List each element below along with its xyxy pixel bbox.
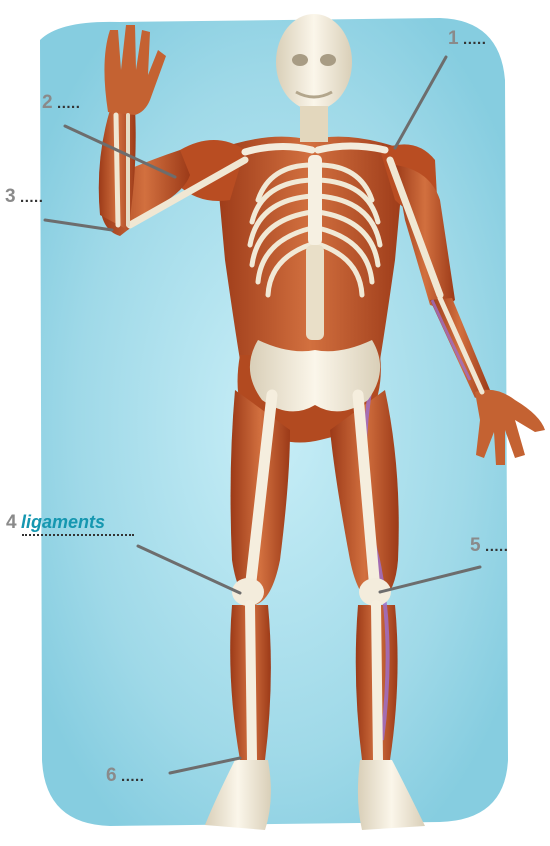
label-6-number: 6	[106, 765, 117, 786]
label-4-underline	[22, 534, 134, 536]
label-6: 6 .....	[106, 765, 144, 787]
label-1: 1 .....	[448, 28, 486, 50]
label-2: 2 .....	[42, 92, 80, 114]
label-4: 4 ligaments	[6, 512, 105, 534]
label-3-blank[interactable]: .....	[20, 189, 43, 206]
label-5: 5 .....	[470, 535, 508, 557]
label-3: 3 .....	[5, 186, 43, 208]
label-1-blank[interactable]: .....	[463, 31, 486, 48]
label-1-number: 1	[448, 28, 459, 49]
label-6-blank[interactable]: .....	[121, 768, 144, 785]
label-4-number: 4	[6, 512, 17, 533]
label-2-number: 2	[42, 92, 53, 113]
label-5-number: 5	[470, 535, 481, 556]
label-3-number: 3	[5, 186, 16, 207]
label-2-blank[interactable]: .....	[57, 95, 80, 112]
label-5-blank[interactable]: .....	[485, 538, 508, 555]
label-4-answer[interactable]: ligaments	[21, 512, 105, 532]
